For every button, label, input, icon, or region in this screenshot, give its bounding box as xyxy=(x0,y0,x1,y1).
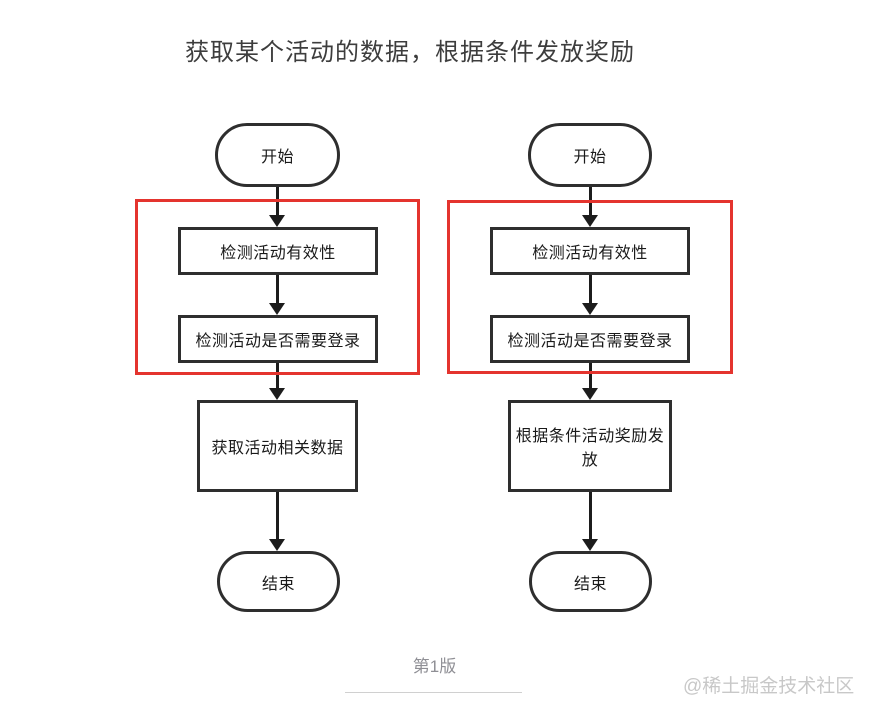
left-arrow-4 xyxy=(269,492,285,551)
footer-divider xyxy=(345,692,522,693)
right-arrow-4 xyxy=(582,492,598,551)
arrow-down-icon xyxy=(582,303,598,315)
left-get-data-label: 获取活动相关数据 xyxy=(211,440,344,457)
arrow-down-icon xyxy=(582,388,598,400)
right-check-login-node: 检测活动是否需要登录 xyxy=(490,315,690,363)
arrow-down-icon xyxy=(269,215,285,227)
version-label: 第1版 xyxy=(412,657,457,676)
arrow-down-icon xyxy=(269,388,285,400)
arrow-down-icon xyxy=(269,303,285,315)
right-end-node: 结束 xyxy=(529,551,652,612)
left-check-login-label: 检测活动是否需要登录 xyxy=(195,333,361,350)
left-start-node: 开始 xyxy=(215,123,340,187)
left-get-data-node: 获取活动相关数据 xyxy=(197,400,358,492)
left-arrow-3 xyxy=(269,363,285,400)
left-check-login-node: 检测活动是否需要登录 xyxy=(178,315,378,363)
right-check-validity-label: 检测活动有效性 xyxy=(532,245,648,262)
right-reward-node: 根据条件活动奖励发放 xyxy=(508,400,672,492)
left-end-label: 结束 xyxy=(261,575,295,593)
diagram-title: 获取某个活动的数据，根据条件发放奖励 xyxy=(185,40,635,66)
watermark-text: @稀土掘金技术社区 xyxy=(683,676,855,697)
right-end-label: 结束 xyxy=(573,575,607,593)
right-check-login-label: 检测活动是否需要登录 xyxy=(507,333,673,350)
left-arrow-2 xyxy=(269,275,285,315)
right-arrow-2 xyxy=(582,275,598,315)
right-start-node: 开始 xyxy=(528,123,652,187)
right-start-label: 开始 xyxy=(573,149,607,166)
right-highlight-rect xyxy=(447,200,733,374)
arrow-down-icon xyxy=(269,539,285,551)
right-reward-label: 根据条件活动奖励发放 xyxy=(515,428,665,469)
arrow-down-icon xyxy=(582,215,598,227)
arrow-down-icon xyxy=(582,539,598,551)
right-check-validity-node: 检测活动有效性 xyxy=(490,227,690,275)
left-check-validity-label: 检测活动有效性 xyxy=(220,245,336,262)
right-arrow-3 xyxy=(582,363,598,400)
left-start-label: 开始 xyxy=(260,149,294,166)
left-highlight-rect xyxy=(135,199,420,375)
left-end-node: 结束 xyxy=(217,551,340,612)
left-check-validity-node: 检测活动有效性 xyxy=(178,227,378,275)
